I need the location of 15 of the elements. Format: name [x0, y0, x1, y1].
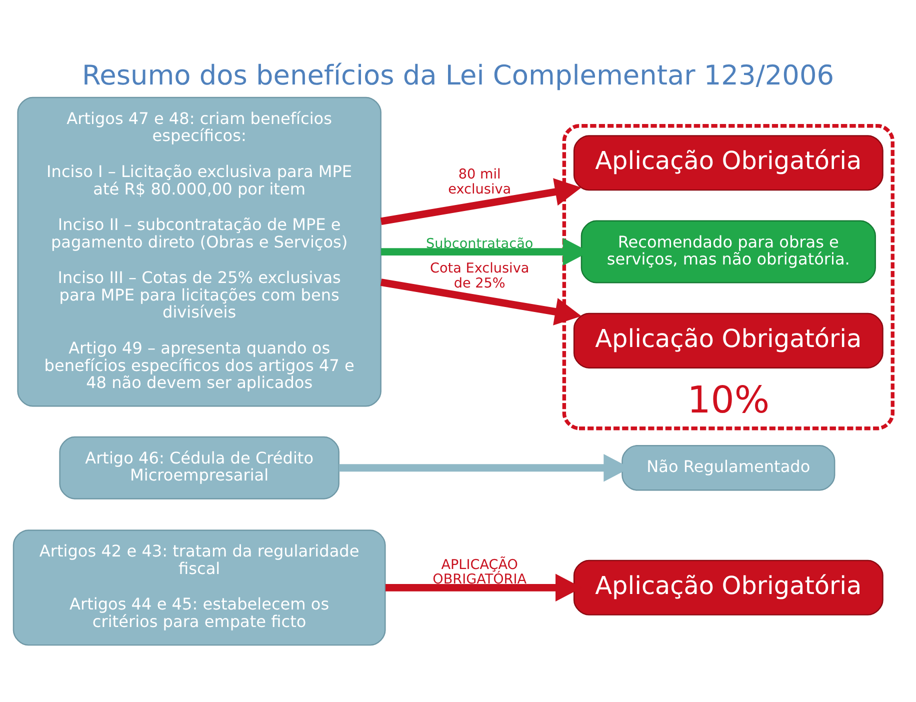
edge-label: APLICAÇÃO OBRIGATÓRIA [432, 556, 527, 588]
arrow [380, 278, 582, 325]
node-box: Não Regulamentado [622, 444, 836, 490]
node-box: Artigos 42 e 43: tratam da regularidade fiscal Artigos 44 e 45: estabelecem os critérios para empate ficto [12, 529, 386, 646]
node-box: Aplicação Obrigatória [573, 134, 884, 190]
node-box: Aplicação Obrigatória [573, 559, 884, 615]
edge-label: Cota Exclusiva de 25% [430, 260, 530, 291]
node-box: Recomendado para obras e serviços, mas não obrigatória. [580, 220, 876, 283]
edge-label: 80 mil exclusiva [448, 166, 512, 198]
node-box: Artigos 47 e 48: criam benefícios específicos: Inciso I – Licitação exclusiva para MPE até R$ 80.000,00 por item Inciso II – subcontratação de MPE e pagamento direto (Obras e Serviços) Inciso III – Cotas de 25% exclusivas para MPE para licitações com bens divisíveis Artigo 49 – apresenta quando os benefícios específicos dos artigos 47 e 48 não devem ser aplicados [17, 96, 382, 406]
diagram-title: Resumo dos benefícios da Lei Complementar 123/2006 [82, 60, 834, 92]
node-box: Artigo 46: Cédula de Crédito Microempresarial [59, 436, 340, 499]
arrow [380, 178, 582, 224]
node-box: Aplicação Obrigatória [573, 312, 884, 368]
edge-label: Subcontratação [426, 235, 534, 252]
